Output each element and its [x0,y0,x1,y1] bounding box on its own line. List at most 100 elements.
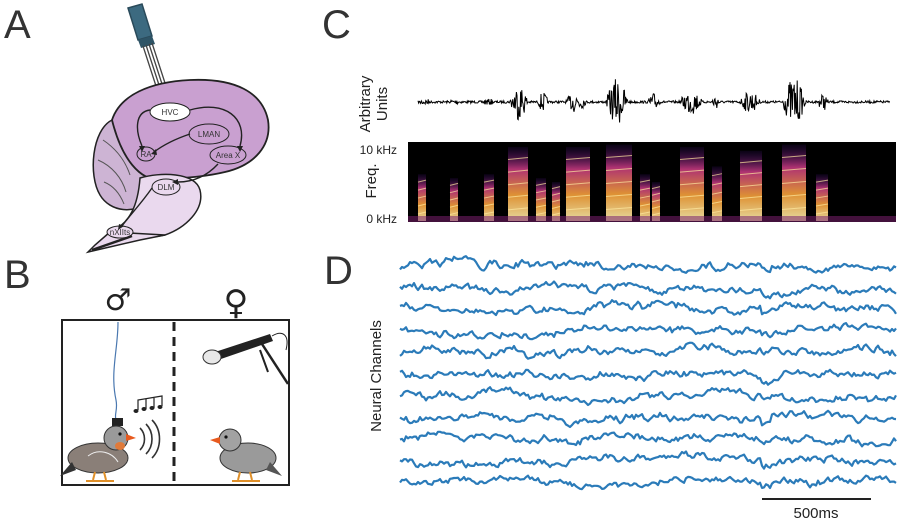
spectrogram-harmonic [507,207,529,211]
panel-letter-a: A [4,3,31,47]
spectrogram-harmonic [565,194,591,198]
scale-bar-label: 500ms [793,505,838,521]
spectrogram-harmonic [781,181,807,185]
region-hvc: HVC [162,108,179,117]
spectrogram-harmonic [639,211,651,215]
spectrogram-syllables [408,144,896,222]
sound-waves-icon [139,419,161,459]
spectrogram-syllable [418,174,426,221]
spectrogram-syllable [450,178,458,221]
microphone-icon [202,332,290,385]
neural-channel-trace [399,280,897,300]
spectrogram-harmonic [781,207,807,211]
spectrogram-harmonic [507,194,529,198]
spectrogram-harmonic [815,211,829,215]
spectrogram-syllable [652,182,660,221]
spectrogram-harmonic [639,203,651,207]
spectrogram-harmonic [605,168,633,172]
spectrogram-harmonic [711,182,723,186]
spectrogram-harmonic [781,194,807,198]
electrode-icon [127,3,166,87]
spectrogram-harmonic [815,203,829,207]
spectrogram-harmonic [551,192,561,196]
spectrogram-harmonic [449,190,459,194]
spectrogram-harmonic [417,187,427,191]
spectrogram-harmonic [535,197,547,201]
spectrogram-harmonic [679,182,705,186]
spectrogram-harmonic [535,190,547,194]
panel-c: C Arbitrary Units Freq. 10 kHz 0 kHz [322,3,896,226]
spectrogram-harmonic [507,182,529,186]
spectrogram-harmonic [449,204,459,208]
spectrogram-harmonic [449,212,459,216]
panel-d: D Neural Channels 500ms [324,249,897,521]
spectrogram-harmonic [483,187,495,191]
neural-channel-trace [399,474,897,491]
neural-ylabel: Neural Channels [368,320,385,432]
spectrogram-harmonic [679,169,705,173]
spectrogram-harmonic [605,181,633,185]
brain-diagram: HVC LMAN RA Area X DLM nXIIts [85,78,270,254]
neural-channel-trace [399,386,897,407]
spectrogram-harmonic [417,179,427,183]
neural-channel-trace [399,409,897,429]
spectrogram-ylabel: Freq. [363,163,380,198]
spectrogram-harmonic [739,207,763,211]
spectrogram-syllable [816,174,828,221]
spectrogram-syllable [484,174,494,221]
spectrogram-harmonic [679,156,705,160]
spectrogram-harmonic [483,203,495,207]
region-nxiits: nXIIts [110,228,130,237]
spectrogram-harmonic [417,195,427,199]
spectrogram-harmonic [535,204,547,208]
spectrogram-harmonic [449,197,459,201]
spectrogram-tick-top: 10 kHz [360,143,397,157]
song-waveform [417,79,891,123]
neural-channel-trace [399,430,897,448]
female-zebra-finch-icon [210,428,282,482]
spectrogram-harmonic [711,210,723,214]
spectrogram-harmonic [449,182,459,186]
male-symbol-icon: ♂ [105,283,132,318]
spectrogram-harmonic [815,195,829,199]
spectrogram-harmonic [711,173,723,177]
spectrogram-harmonic [565,182,591,186]
waveform-ylabel-line2: Units [374,87,391,121]
waveform-ylabel-line1: Arbitrary [357,75,374,132]
spectrogram-harmonic [651,206,661,210]
spectrogram-harmonic [551,199,561,203]
female-symbol-icon: ♀ [224,283,249,323]
spectrogram-noise-floor [408,216,896,222]
spectrogram-harmonic [815,179,829,183]
neural-channel-trace [399,450,897,470]
spectrogram-syllable [640,174,650,221]
spectrogram-harmonic [651,212,661,216]
spectrogram-harmonic [815,187,829,191]
region-dlm: DLM [158,183,175,192]
spectrogram-harmonic [711,191,723,195]
tether-cable [113,321,119,421]
spectrogram-syllable [536,178,546,221]
region-area-x: Area X [216,151,241,160]
spectrogram-harmonic [639,187,651,191]
spectrogram-harmonic [651,186,661,190]
spectrogram-harmonic [639,179,651,183]
neural-channel-trace [399,341,897,360]
spectrogram-harmonic [483,211,495,215]
spectrogram-harmonic [507,169,529,173]
spectrogram-harmonic [651,192,661,196]
panel-b: B ♂ ♀ [4,253,290,486]
spectrogram-harmonic [535,212,547,216]
region-lman: LMAN [198,130,220,139]
spectrogram-harmonic [551,186,561,190]
spectrogram-harmonic [417,203,427,207]
neural-channel-trace [399,299,897,317]
spectrogram-harmonic [605,155,633,159]
neural-channel-trace [399,322,897,341]
spectrogram-harmonic [639,195,651,199]
panel-letter-c: C [322,3,351,47]
spectrogram-harmonic [507,156,529,160]
spectrogram-harmonic [739,160,763,164]
spectrogram-harmonic [565,156,591,160]
panel-letter-b: B [4,253,31,297]
